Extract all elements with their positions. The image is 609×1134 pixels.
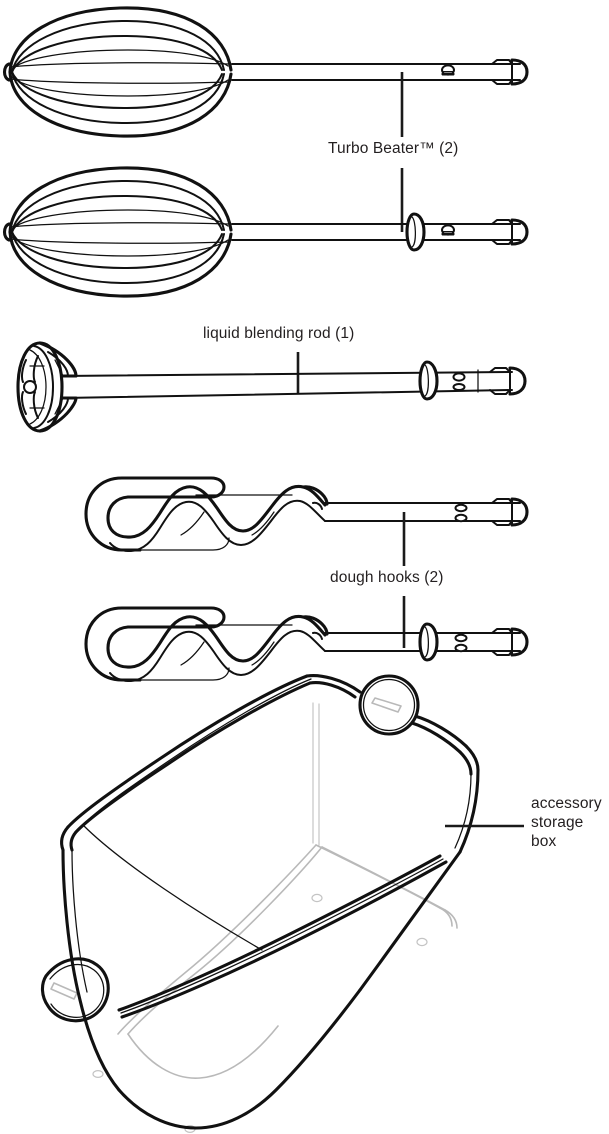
storage-box-handle-top[interactable] [358,674,420,736]
blending-rod-collar [418,360,439,401]
dough-hook-1-shaft [324,497,529,527]
callout-accessory-storage-box: accessory storage box [531,795,606,850]
callout-accessory-storage-box-line-3: box [531,833,556,850]
dough-hook-2-collar [418,622,439,662]
callout-accessory-storage-box-line-2: storage [531,814,583,831]
dough-hook-2-detent-upper [454,633,468,643]
storage-box-right-wall [454,768,480,854]
storage-box-hole-outer-left [92,1069,104,1078]
dough-hook-2-shaft [324,622,529,662]
part-turbo-beater-1 [2,6,529,138]
part-turbo-beater-2 [2,166,529,298]
blending-rod-detent-upper [452,372,466,382]
callout-liquid-blending-rod: liquid blending rod (1) [203,325,354,342]
storage-box-hole-inner-left [311,893,323,903]
dough-hook-1-wire [84,476,329,553]
beater-2-collar [405,212,426,252]
storage-box-interior [82,824,263,951]
callout-dough-hooks: dough hooks (2) [330,569,444,586]
beater-2-head [2,166,233,298]
blending-rod-hub [23,380,37,394]
blending-rod-disc-head [16,341,78,433]
storage-box-bottom [117,850,462,1130]
beater-2-shaft [231,212,529,252]
part-accessory-storage-box [40,674,480,1133]
callout-turbo-beater: Turbo Beater™ (2) [328,140,458,157]
part-dough-hook-2 [84,606,529,683]
dough-hook-2-detent-lower [454,643,468,653]
beater-1-shaft [231,58,529,86]
dough-hook-1-detent-lower [454,513,468,523]
dough-hook-1-detent-upper [454,503,468,513]
beater-1-head [2,6,233,138]
storage-box-left-wall [61,848,121,1092]
dough-hook-2-wire [84,606,329,683]
storage-box-handle-bottom[interactable] [40,957,110,1023]
blending-rod-shaft [61,360,527,401]
storage-box-rim [60,674,480,1019]
part-dough-hook-1 [84,476,529,553]
part-liquid-blending-rod [16,341,527,433]
storage-box-hole-inner-right [416,937,428,947]
callout-accessory-storage-box-line-1: accessory [531,795,602,812]
blending-rod-detent-lower [452,383,466,391]
storage-box-inner-liner [92,702,458,1133]
